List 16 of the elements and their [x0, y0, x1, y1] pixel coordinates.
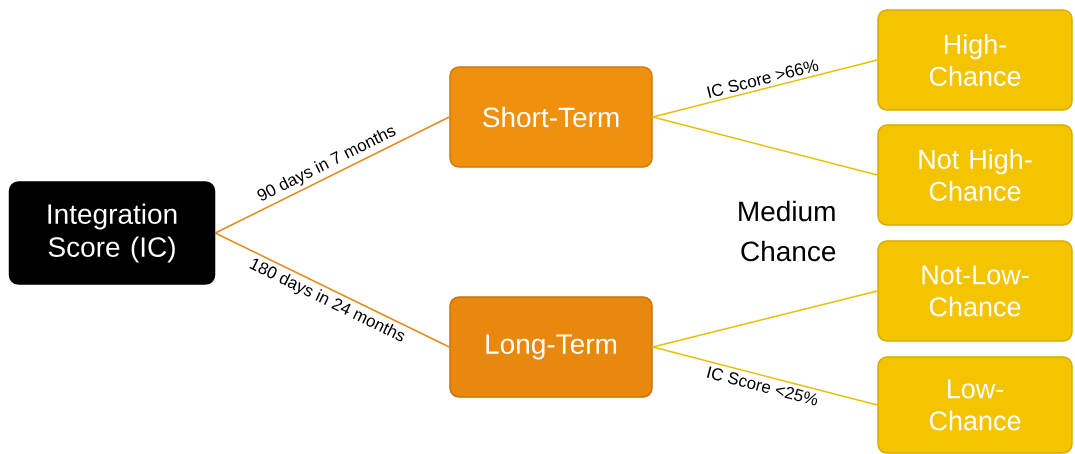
outcome-box: Not High-Chance	[877, 124, 1073, 226]
connector-line	[214, 116, 451, 234]
connector-line	[214, 232, 451, 348]
edge-label: IC Score >66%	[704, 57, 821, 100]
start-box: Integration Score (IC)	[8, 181, 216, 285]
connector-line	[651, 346, 879, 406]
process-box: Short-Term	[449, 66, 653, 168]
annotation-text: Medium Chance	[739, 200, 836, 262]
connector-line	[651, 59, 879, 118]
edge-label: IC Score <25%	[704, 364, 821, 408]
outcome-box: High-Chance	[877, 9, 1073, 111]
connector-line	[651, 290, 879, 348]
outcome-box: Low-Chance	[877, 356, 1073, 454]
connector-line	[651, 116, 879, 176]
process-box: Long-Term	[449, 296, 653, 398]
outcome-box: Not-Low-Chance	[877, 240, 1073, 342]
